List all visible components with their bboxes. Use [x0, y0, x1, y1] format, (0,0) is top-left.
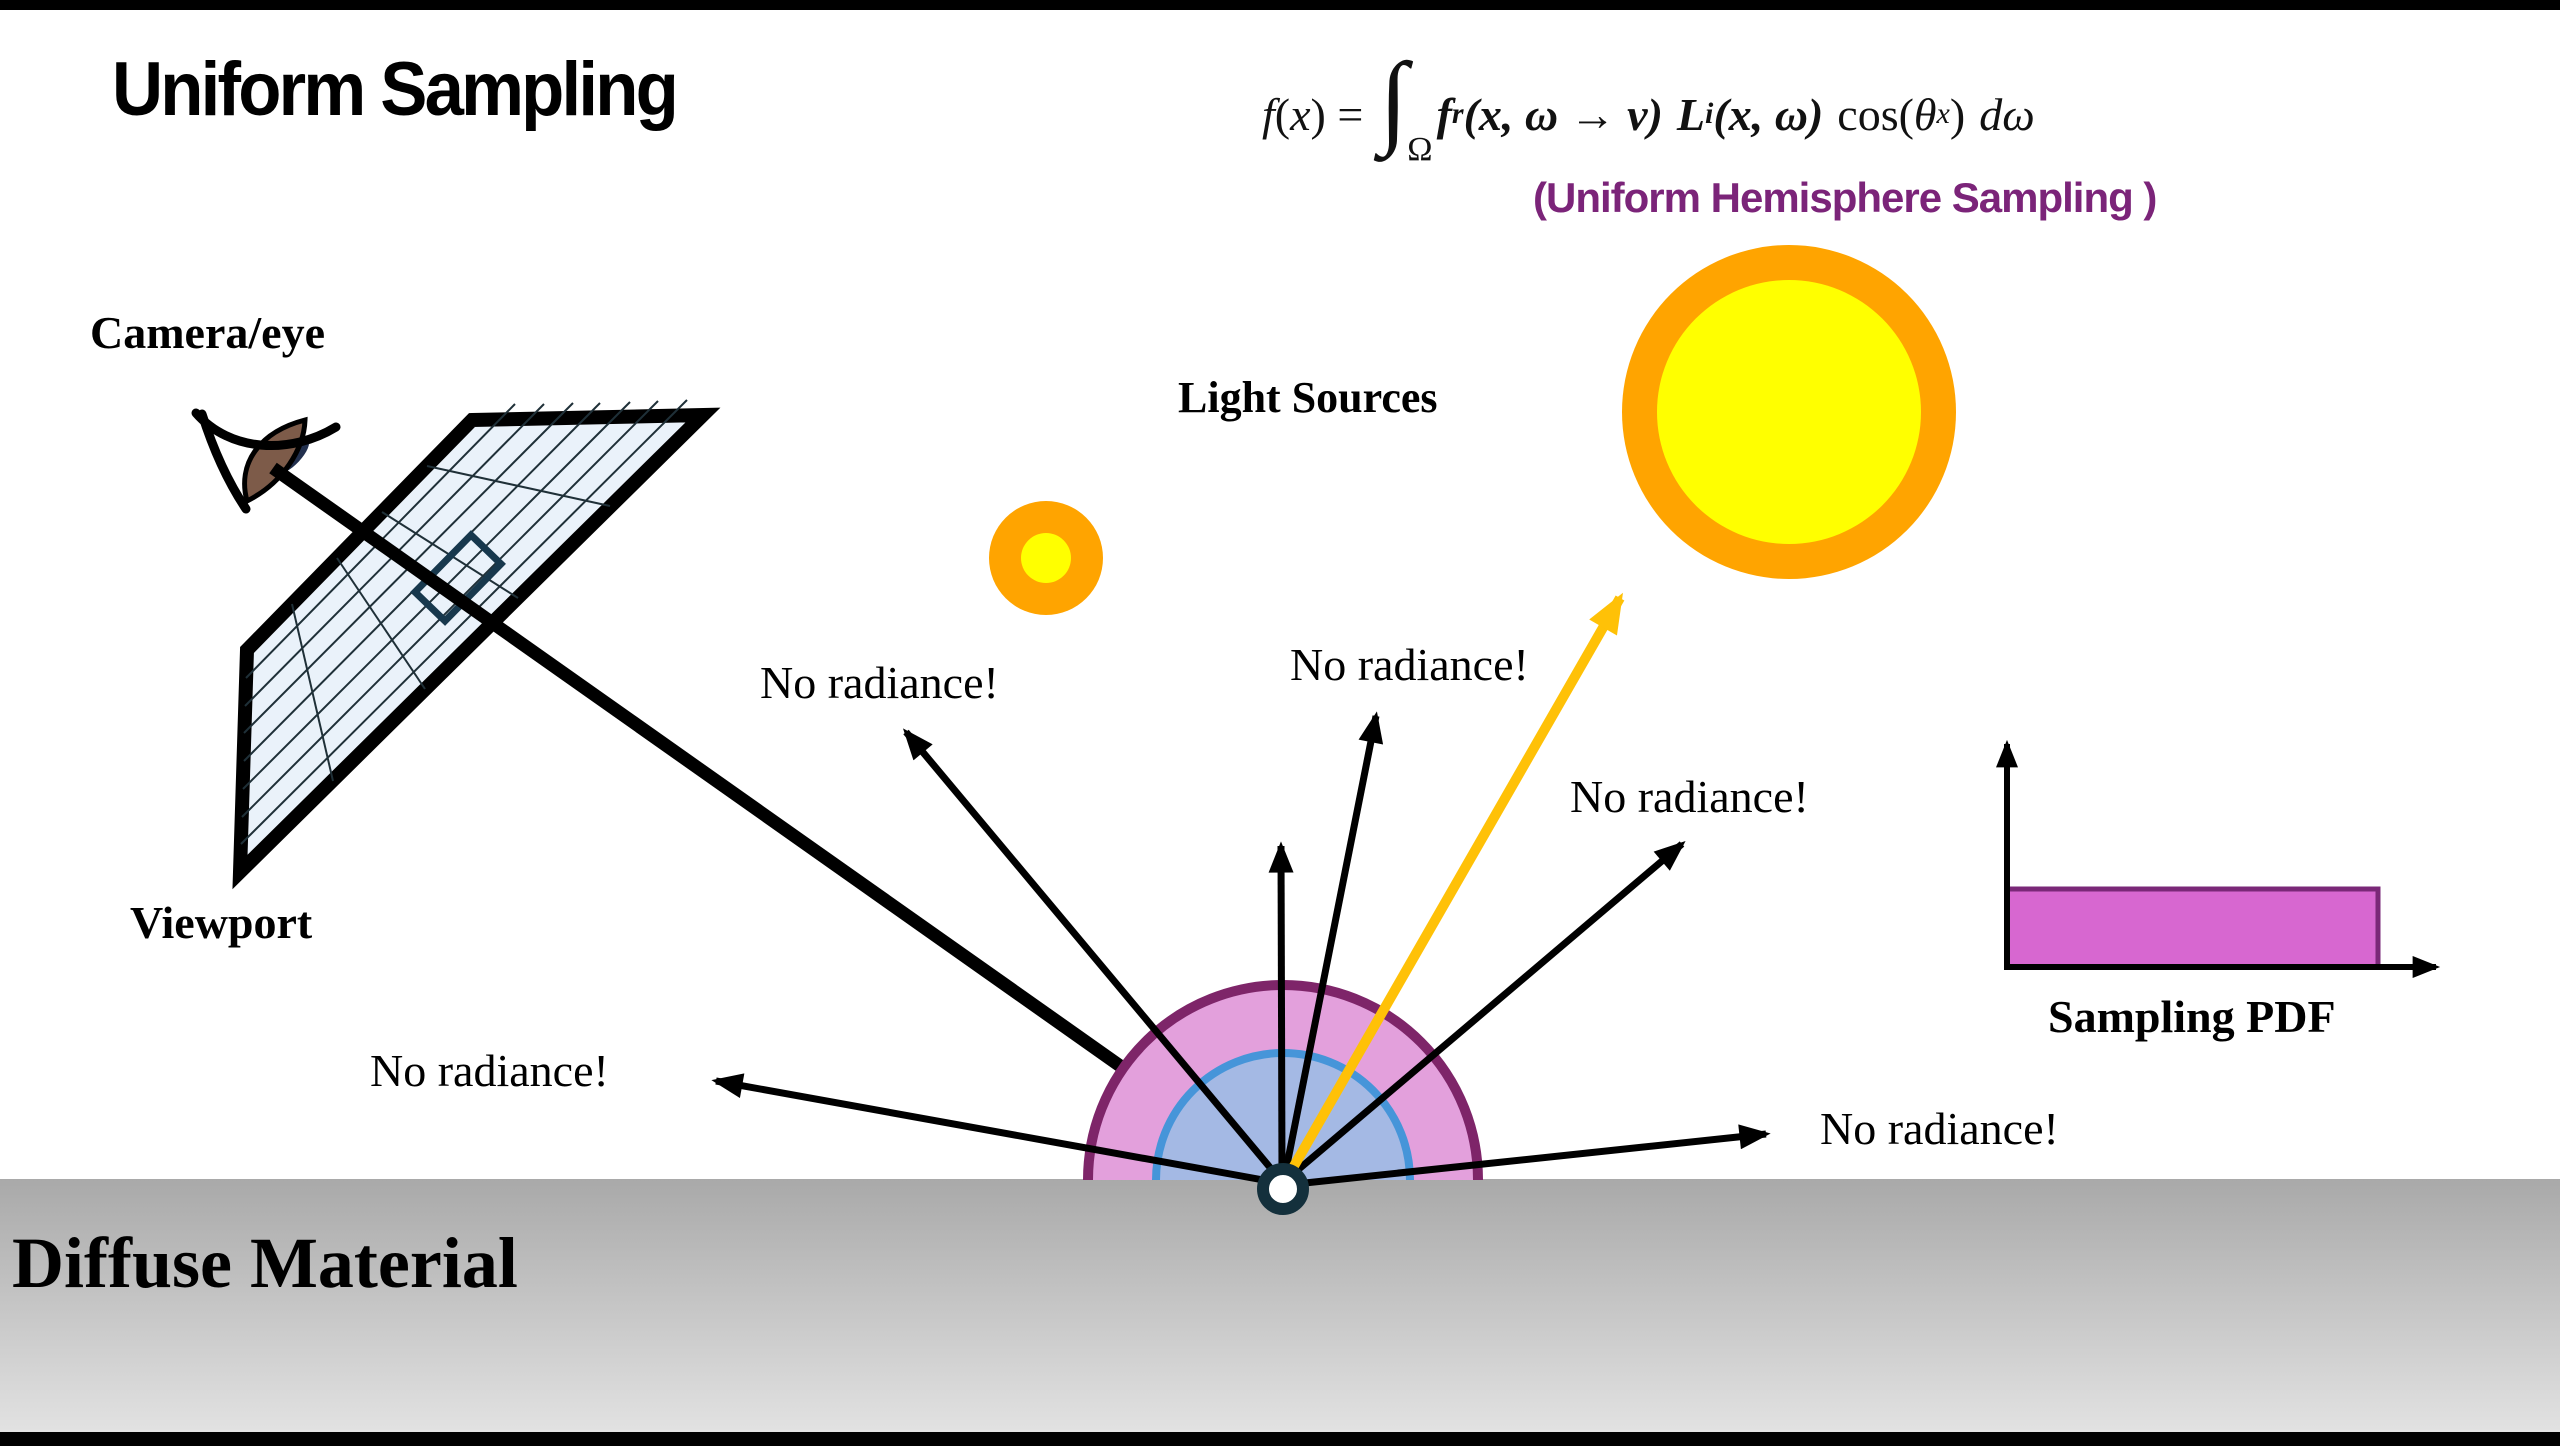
uniform-hemisphere-sampling-note: (Uniform Hemisphere Sampling ) — [1533, 174, 2157, 221]
label-no-radiance-3: No radiance! — [1570, 771, 1809, 822]
label-sampling-pdf: Sampling PDF — [2048, 991, 2336, 1042]
sample-rays — [711, 711, 1771, 1189]
ray-to-light-source — [1281, 592, 1625, 1183]
cosine-term: cos( — [1837, 88, 1914, 140]
surface-point — [1257, 1163, 1309, 1215]
pdf-chart — [1996, 739, 2441, 978]
ray-no-radiance-1 — [902, 728, 1286, 1186]
ray-no-radiance-2 — [1280, 711, 1384, 1181]
pdf-uniform-bar — [2004, 886, 2381, 970]
ray-no-radiance-5 — [1285, 1124, 1771, 1189]
label-no-radiance-4: No radiance! — [370, 1045, 609, 1096]
label-camera-eye: Camera/eye — [90, 307, 325, 358]
label-viewport: Viewport — [130, 897, 313, 948]
radiance-term: L — [1676, 88, 1706, 140]
ray-no-radiance-3 — [1283, 840, 1686, 1183]
diffuse-material-surface — [0, 1179, 2560, 1432]
page-title: Uniform Sampling — [112, 47, 679, 132]
label-no-radiance-1: No radiance! — [760, 657, 999, 708]
label-light-sources: Light Sources — [1178, 373, 1438, 422]
bottom-border-bar — [0, 1432, 2560, 1446]
eye-lower-lid — [197, 409, 251, 514]
brdf-term: f — [1436, 88, 1452, 140]
selected-pixel — [410, 530, 506, 626]
light-source-small-icon — [989, 501, 1103, 615]
integral-sign: ∫ Ω — [1379, 42, 1433, 168]
label-diffuse-material: Diffuse Material — [12, 1223, 518, 1303]
camera-ray — [269, 462, 1242, 1153]
top-border-bar — [0, 0, 2560, 10]
formula-f: f — [1262, 88, 1275, 140]
light-source-large-icon — [1622, 245, 1956, 579]
ray-no-radiance-4 — [711, 1073, 1281, 1187]
viewport-outline — [232, 407, 721, 890]
camera-eye-icon — [191, 408, 341, 514]
label-no-radiance-2: No radiance! — [1290, 639, 1529, 690]
differential-term: dω — [1979, 88, 2035, 140]
label-no-radiance-5: No radiance! — [1820, 1103, 2059, 1154]
viewport-plane — [232, 399, 721, 890]
ray-no-radiance-up — [1268, 841, 1294, 1179]
